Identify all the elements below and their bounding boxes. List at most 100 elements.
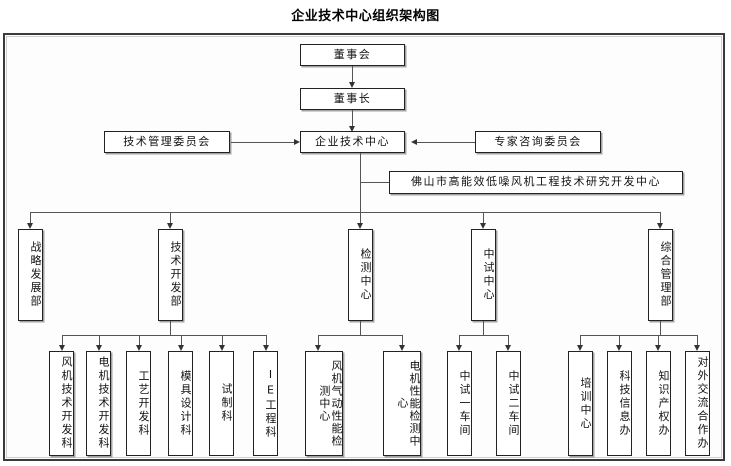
section-external-coop-label: 对外交流合作办 [696, 356, 709, 451]
arrow-to-admin [656, 223, 663, 229]
node-engineering-research-center-label: 佛山市高能效低噪风机工程技术研究开发中心 [411, 175, 661, 189]
drop-external-coop [697, 335, 698, 346]
arrow-board-to-chairman [349, 82, 355, 88]
drop-ip-office [658, 335, 659, 346]
arrow-to-external-coop [693, 345, 700, 351]
section-process-dev[interactable]: 工艺开发科 [126, 351, 151, 456]
node-board[interactable]: 董事会 [300, 44, 405, 66]
drop-process-dev [139, 335, 140, 346]
section-mold-design[interactable]: 模具设计科 [168, 351, 193, 456]
arrow-to-ip-office [654, 345, 661, 351]
arrow-to-sci-tech-info [615, 345, 622, 351]
drop-motor-perf-test [402, 335, 403, 346]
section-prototype-label: 试制科 [220, 383, 233, 424]
dept-strategy[interactable]: 战略发展部 [18, 229, 43, 321]
department-bus [30, 212, 660, 213]
drop-fan-aero-test [318, 335, 319, 346]
drop-rnd [170, 212, 171, 224]
section-training[interactable]: 培训中心 [568, 351, 593, 456]
drop-testing [360, 212, 361, 224]
dept-strategy-label: 战略发展部 [29, 241, 42, 309]
connector-trunk-to-engineering-center [360, 182, 390, 183]
arrow-expert-committee-to-center [411, 138, 417, 145]
drop-strategy [30, 212, 31, 224]
node-engineering-research-center[interactable]: 佛山市高能效低噪风机工程技术研究开发中心 [389, 171, 683, 194]
dept-testing[interactable]: 检测中心 [348, 229, 373, 321]
arrow-to-ie-engineering [262, 345, 269, 351]
bus-rnd-children [62, 335, 266, 336]
arrow-to-strategy [26, 223, 33, 229]
arrow-to-process-dev [135, 345, 142, 351]
node-enterprise-tech-center[interactable]: 企业技术中心 [300, 131, 405, 153]
section-pilot-shop-2[interactable]: 中试二车间 [496, 351, 521, 456]
stem-pilot [483, 321, 484, 335]
arrow-to-pilot-shop-1 [455, 345, 462, 351]
stem-rnd [170, 321, 171, 335]
arrow-to-pilot-shop-2 [504, 345, 511, 351]
drop-sci-tech-info [619, 335, 620, 346]
page-title: 企业技术中心组织架构图 [291, 9, 440, 24]
arrow-to-motor-perf-test [398, 345, 405, 351]
stem-admin [660, 321, 661, 335]
node-tech-management-committee-label: 技术管理委员会 [123, 134, 211, 148]
node-tech-management-committee[interactable]: 技术管理委员会 [104, 131, 230, 153]
section-ie-engineering-label: IE工程科 [264, 367, 277, 440]
node-chairman-label: 董事长 [333, 91, 372, 105]
dept-rnd[interactable]: 技术开发部 [158, 229, 183, 321]
arrow-to-training [576, 345, 583, 351]
arrow-to-pilot [479, 223, 486, 229]
node-expert-advisory-committee[interactable]: 专家咨询委员会 [475, 131, 601, 153]
section-motor-tech-dev-label: 电机技术开发科 [97, 356, 110, 451]
section-sci-tech-info[interactable]: 科技信息办 [607, 351, 632, 456]
arrow-to-prototype [218, 345, 225, 351]
section-mold-design-label: 模具设计科 [179, 369, 192, 438]
section-fan-aero-test[interactable]: 风机气动性能检测中心 [305, 351, 343, 456]
drop-pilot-shop-2 [508, 335, 509, 346]
node-chairman[interactable]: 董事长 [300, 88, 405, 110]
section-ip-office-label: 知识产权办 [657, 369, 670, 438]
stem-testing [360, 321, 361, 335]
section-ip-office[interactable]: 知识产权办 [646, 351, 671, 456]
connector-expert-committee-to-center [417, 142, 475, 143]
section-external-coop[interactable]: 对外交流合作办 [685, 351, 710, 456]
connector-tech-committee-to-center [231, 142, 294, 143]
section-fan-tech-dev[interactable]: 风机技术开发科 [49, 351, 74, 456]
drop-mold-design [181, 335, 182, 346]
bus-testing-children [318, 335, 402, 336]
arrow-to-rnd [166, 223, 173, 229]
arrow-chairman-to-center [349, 126, 355, 132]
arrow-to-motor-tech-dev [95, 345, 102, 351]
bus-pilot-children [459, 335, 508, 336]
drop-prototype [222, 335, 223, 346]
node-enterprise-tech-center-label: 企业技术中心 [315, 134, 390, 148]
arrow-to-fan-tech-dev [58, 345, 65, 351]
section-process-dev-label: 工艺开发科 [137, 369, 150, 438]
drop-pilot-shop-1 [459, 335, 460, 346]
drop-motor-tech-dev [99, 335, 100, 346]
dept-admin[interactable]: 综合管理部 [648, 229, 673, 321]
dept-pilot[interactable]: 中试中心 [471, 229, 496, 321]
bus-admin-children [580, 335, 697, 336]
arrow-tech-committee-to-center [294, 138, 300, 145]
section-motor-tech-dev[interactable]: 电机技术开发科 [86, 351, 111, 456]
section-pilot-shop-2-label: 中试二车间 [507, 369, 520, 438]
section-ie-engineering[interactable]: IE工程科 [253, 351, 278, 456]
section-training-label: 培训中心 [579, 376, 592, 431]
section-motor-perf-test[interactable]: 电机性能检测中心 [383, 351, 421, 456]
section-prototype[interactable]: 试制科 [209, 351, 234, 456]
connector-chairman-to-center [352, 110, 353, 127]
dept-testing-label: 检测中心 [359, 248, 372, 302]
drop-fan-tech-dev [62, 335, 63, 346]
section-sci-tech-info-label: 科技信息办 [618, 369, 631, 438]
section-pilot-shop-1-label: 中试一车间 [458, 369, 471, 438]
arrow-to-mold-design [177, 345, 184, 351]
arrow-to-fan-aero-test [314, 345, 321, 351]
dept-pilot-label: 中试中心 [482, 248, 495, 302]
drop-admin [660, 212, 661, 224]
dept-rnd-label: 技术开发部 [169, 241, 182, 309]
connector-board-to-chairman [352, 66, 353, 83]
arrow-to-testing [356, 223, 363, 229]
section-pilot-shop-1[interactable]: 中试一车间 [447, 351, 472, 456]
drop-ie-engineering [266, 335, 267, 346]
dept-admin-label: 综合管理部 [659, 241, 672, 309]
